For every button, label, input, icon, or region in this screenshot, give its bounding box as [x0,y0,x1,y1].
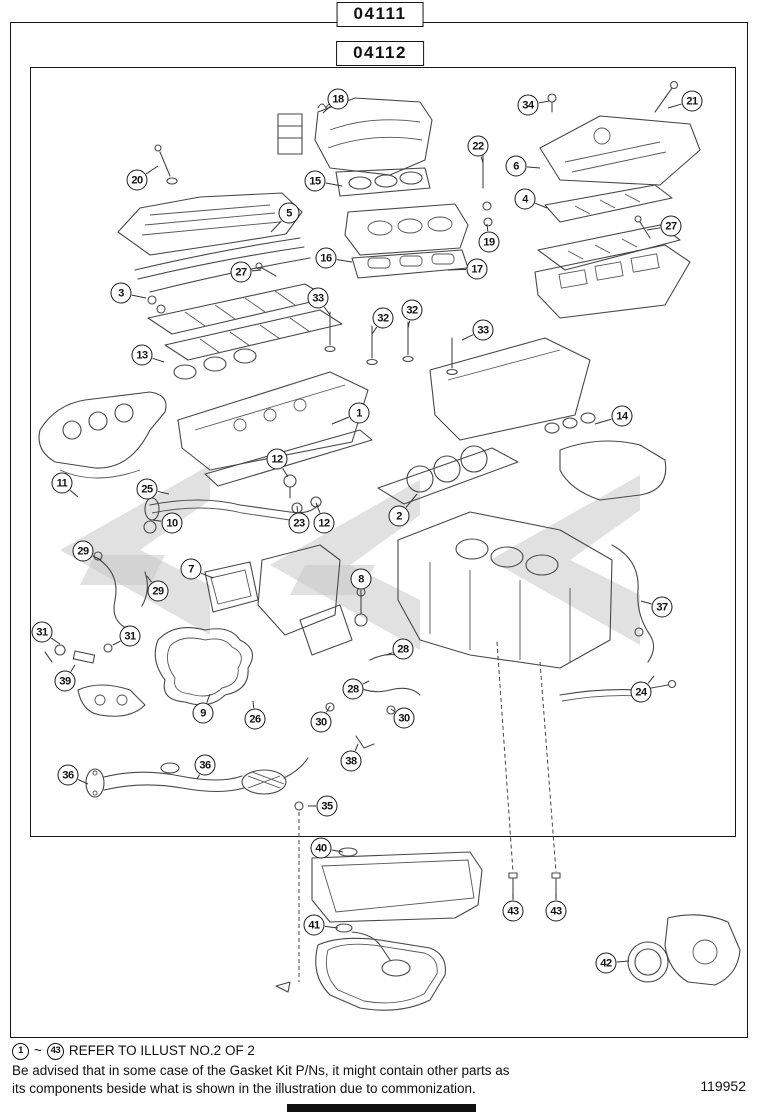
part-callout-38: 38 [340,750,362,772]
part-callout-31: 31 [31,621,53,643]
part-callout-12: 12 [266,448,288,470]
range-separator: ~ [34,1043,42,1058]
cover-plates [204,544,353,656]
part-callout-39: 39 [54,670,76,692]
part-callout-28: 28 [342,678,364,700]
cylinder-head-right [429,337,667,501]
part-callout-30: 30 [310,711,332,733]
part-callout-21: 21 [681,90,703,112]
part-code-04111: 04111 [336,2,424,27]
part-callout-2: 2 [388,505,410,527]
part-callout-17: 17 [466,258,488,280]
part-callout-15: 15 [304,170,326,192]
part-callout-27: 27 [660,215,682,237]
circled-number-end: 43 [46,1042,64,1060]
part-callout-25: 25 [136,478,158,500]
part-callout-29: 29 [72,540,94,562]
water-pipes [93,497,319,638]
engine-block [397,511,613,669]
part-callout-43: 43 [502,900,524,922]
part-callout-3: 3 [110,282,132,304]
illustration-border [30,67,736,837]
part-callout-1: 1 [348,402,370,424]
part-callout-43: 43 [545,900,567,922]
footer: 1 ~ 43 REFER TO ILLUST NO.2 OF 2 Be advi… [12,1042,748,1098]
part-callout-42: 42 [595,952,617,974]
part-callout-8: 8 [350,568,372,590]
cam-housing-left [147,283,343,361]
part-callout-19: 19 [478,231,500,253]
exhaust-manifold-left [38,348,257,479]
part-callout-4: 4 [514,188,536,210]
part-callout-26: 26 [244,708,266,730]
part-callout-33: 33 [472,319,494,341]
part-callout-20: 20 [126,169,148,191]
part-callout-32: 32 [372,307,394,329]
part-callout-32: 32 [401,299,423,321]
oil-pan-group [311,847,483,1011]
part-callout-24: 24 [630,681,652,703]
part-callout-9: 9 [192,702,214,724]
reference-text: REFER TO ILLUST NO.2 OF 2 [68,1043,255,1058]
part-callout-35: 35 [316,795,338,817]
part-callout-34: 34 [517,94,539,116]
part-callout-23: 23 [288,512,310,534]
part-callout-36: 36 [194,754,216,776]
part-callout-7: 7 [180,558,202,580]
cylinder-head-and-gasket [177,371,519,505]
document-number: 119952 [700,1078,746,1094]
part-callout-31: 31 [119,625,141,647]
part-callout-29: 29 [147,580,169,602]
part-callout-22: 22 [467,135,489,157]
part-callout-18: 18 [327,88,349,110]
part-callout-37: 37 [651,596,673,618]
reference-lines [275,641,557,993]
part-callout-10: 10 [161,512,183,534]
valve-cover-right [534,115,701,319]
timing-cover-gasket [44,627,254,717]
part-callout-36: 36 [57,764,79,786]
bottom-scan-bar [287,1104,476,1112]
circled-number-start: 1 [12,1042,29,1060]
part-callout-5: 5 [278,202,300,224]
part-callout-13: 13 [131,344,153,366]
part-code-04112: 04112 [336,41,424,66]
part-callout-16: 16 [315,247,337,269]
part-callout-11: 11 [51,472,73,494]
advisory-line-1: Be advised that in some case of the Gask… [12,1063,510,1078]
fasteners-top [154,80,679,277]
intake-plenum [277,97,433,197]
part-callout-12: 12 [313,512,335,534]
part-callout-28: 28 [392,638,414,660]
part-callout-27: 27 [230,261,252,283]
valve-cover-left [117,192,311,314]
part-callout-41: 41 [303,914,325,936]
part-callout-40: 40 [310,837,332,859]
part-callout-33: 33 [307,287,329,309]
part-callout-14: 14 [611,405,633,427]
part-callout-6: 6 [505,155,527,177]
reference-note: 1 ~ 43 REFER TO ILLUST NO.2 OF 2 [12,1042,748,1060]
part-callout-30: 30 [393,707,415,729]
advisory-line-2: its components beside what is shown in t… [12,1081,476,1096]
